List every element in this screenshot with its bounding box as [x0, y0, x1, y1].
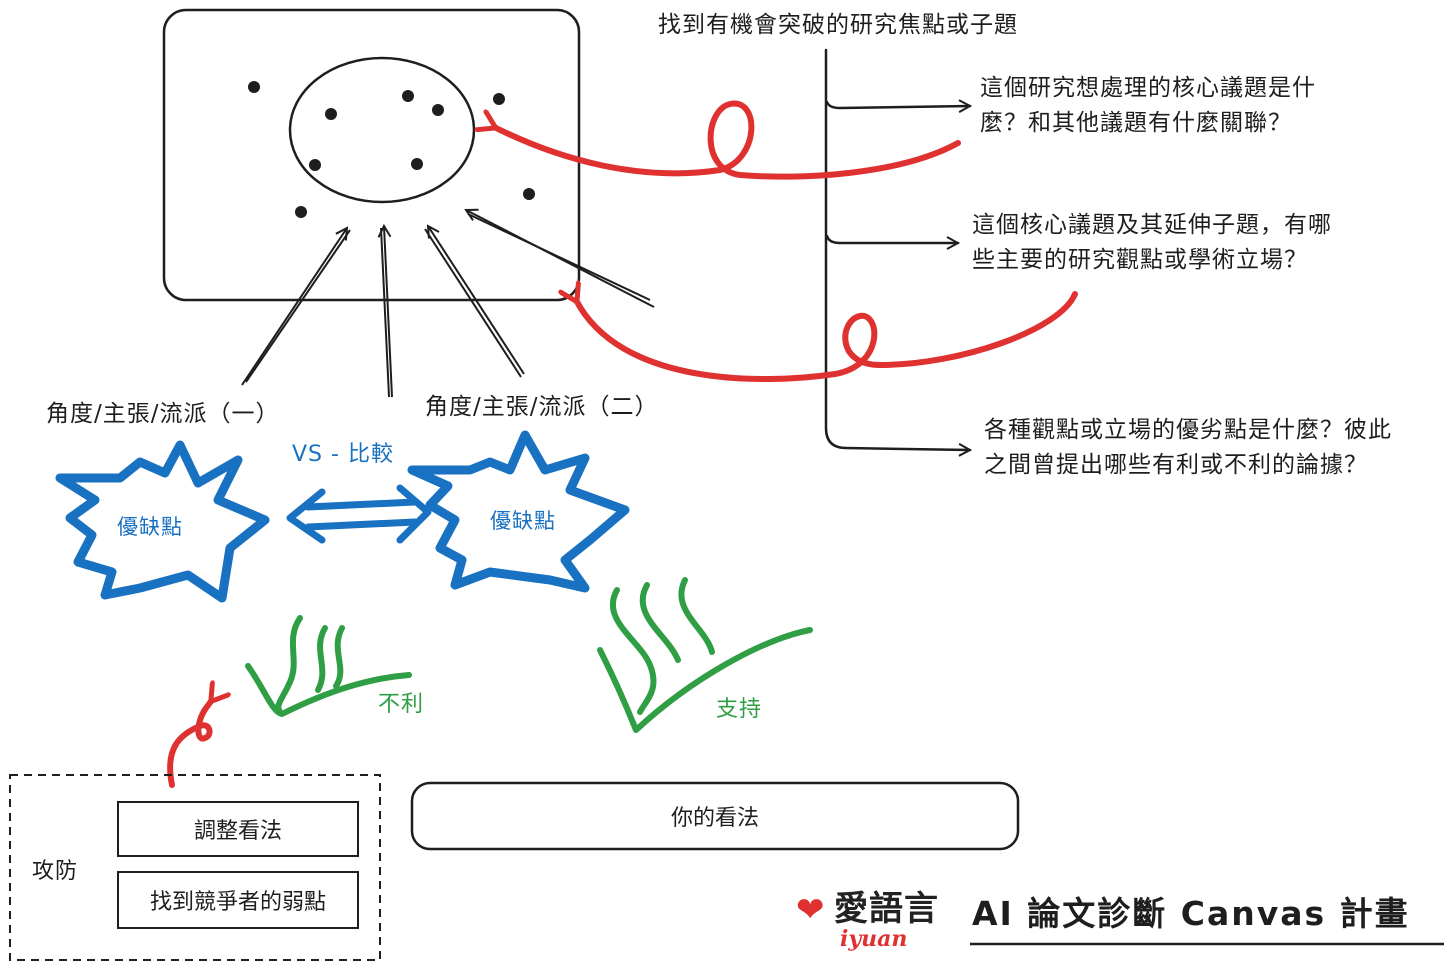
supportive-label: 支持	[716, 693, 762, 727]
perspective-arrows	[242, 210, 654, 397]
topic-dot	[325, 108, 337, 120]
pros-cons-1-label: 優缺點	[117, 510, 183, 544]
topic-dot	[309, 159, 321, 171]
question-1-line-1: 這個研究想處理的核心議題是什	[980, 71, 1316, 105]
perspective-1-label: 角度/主張/流派（一）	[46, 397, 280, 431]
question-3-line-2: 之間曾提出哪些有利或不利的論據？	[984, 448, 1368, 482]
supportive-mark	[600, 580, 810, 730]
adjust-view-label: 調整看法	[118, 802, 358, 856]
brand-title: AI 論文診斷 Canvas 計畫	[972, 892, 1410, 936]
question-3-line-1: 各種觀點或立場的優劣點是什麼？彼此	[984, 413, 1392, 447]
question-1-line-2: 麼？和其他議題有什麼關聯？	[980, 106, 1292, 140]
question-2-line-2: 些主要的研究觀點或學術立場？	[972, 243, 1308, 277]
perspective-2-label: 角度/主張/流派（二）	[425, 390, 659, 424]
topic-dot	[411, 158, 423, 170]
your-view-label: 你的看法	[412, 783, 1018, 849]
unfavorable-label: 不利	[378, 688, 424, 722]
brand-logo-name: 愛語言	[834, 888, 939, 930]
vs-compare-label: VS - 比較	[292, 438, 394, 472]
topic-dot	[402, 90, 414, 102]
compare-double-arrow	[290, 488, 428, 540]
question-2-line-1: 這個核心議題及其延伸子題，有哪	[972, 208, 1332, 242]
top-title: 找到有機會突破的研究焦點或子題	[658, 8, 1018, 42]
red-arrow-adjust	[170, 700, 212, 785]
question-tree	[826, 50, 970, 450]
attack-defense-label: 攻防	[32, 855, 78, 889]
topic-dots	[248, 81, 535, 218]
pros-cons-2-label: 優缺點	[490, 504, 556, 538]
core-topic-circle	[290, 58, 474, 202]
red-arrow-core-topic	[494, 103, 958, 176]
topic-dot	[248, 81, 260, 93]
research-field-box	[164, 10, 579, 300]
find-weakness-label: 找到競爭者的弱點	[118, 872, 358, 928]
topic-dot	[295, 206, 307, 218]
topic-dot	[493, 93, 505, 105]
brand-logo-sub: iyuan	[840, 926, 907, 952]
topic-dot	[432, 104, 444, 116]
heart-icon: ❤	[796, 893, 825, 927]
topic-dot	[523, 188, 535, 200]
